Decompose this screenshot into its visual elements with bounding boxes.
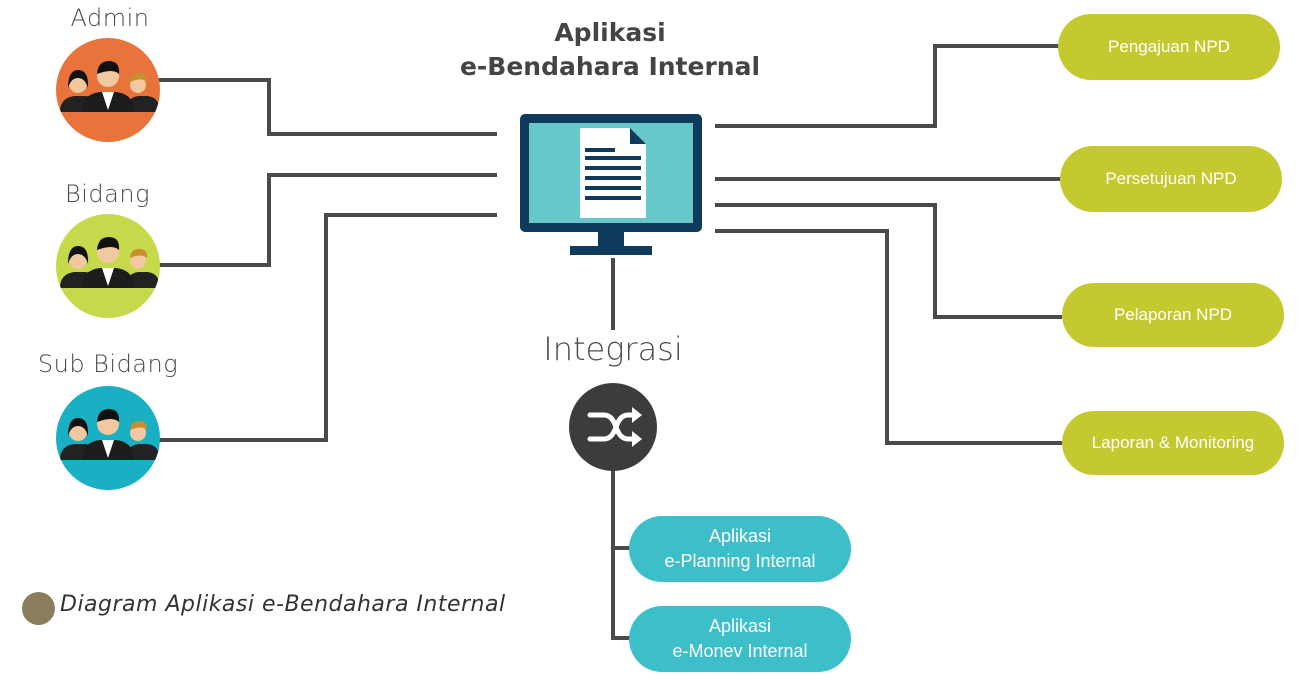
system-e-monev-line1: Aplikasi [708, 616, 772, 636]
role-sub-bidang-avatar [56, 386, 160, 490]
module-laporan-monitoring[interactable]: Laporan & Monitoring [1062, 411, 1284, 475]
app-title-line2: e-Bendahara Internal [459, 52, 761, 81]
connector-sub-bidang [158, 213, 497, 442]
connector-systems [611, 470, 630, 640]
system-e-monev-line2: e-Monev Internal [672, 641, 808, 661]
role-label-bidang: Bidang [65, 180, 150, 208]
role-label-admin: Admin [70, 4, 150, 32]
shuffle-icon [569, 383, 657, 471]
app-title: Aplikasi e-Bendahara Internal [440, 16, 780, 84]
module-persetujuan-npd[interactable]: Persetujuan NPD [1060, 146, 1282, 212]
system-e-planning-line1: Aplikasi [708, 526, 772, 546]
connector-laporan [715, 229, 1062, 445]
people-icon [60, 61, 160, 112]
role-admin-avatar [56, 38, 160, 142]
people-icon [60, 409, 160, 460]
legend-dot [22, 592, 55, 625]
people-icon [60, 237, 160, 288]
role-bidang-avatar [56, 214, 160, 318]
connector-bidang [158, 173, 497, 267]
monitor-icon [520, 114, 702, 255]
system-e-planning-line2: e-Planning Internal [664, 551, 816, 571]
system-e-planning[interactable]: Aplikasi e-Planning Internal [629, 516, 851, 582]
role-label-sub-bidang: Sub Bidang [37, 350, 179, 378]
module-pelaporan-npd[interactable]: Pelaporan NPD [1062, 283, 1284, 347]
connector-pelaporan [715, 203, 1062, 319]
legend-caption: Diagram Aplikasi e-Bendahara Internal [60, 592, 506, 617]
module-pengajuan-npd[interactable]: Pengajuan NPD [1058, 14, 1280, 80]
document-icon [580, 128, 646, 218]
connector-pengajuan [715, 44, 1060, 128]
system-e-monev[interactable]: Aplikasi e-Monev Internal [629, 606, 851, 672]
app-title-line1: Aplikasi [554, 18, 666, 47]
integrasi-label: Integrasi [543, 330, 683, 368]
connector-admin [158, 78, 497, 136]
